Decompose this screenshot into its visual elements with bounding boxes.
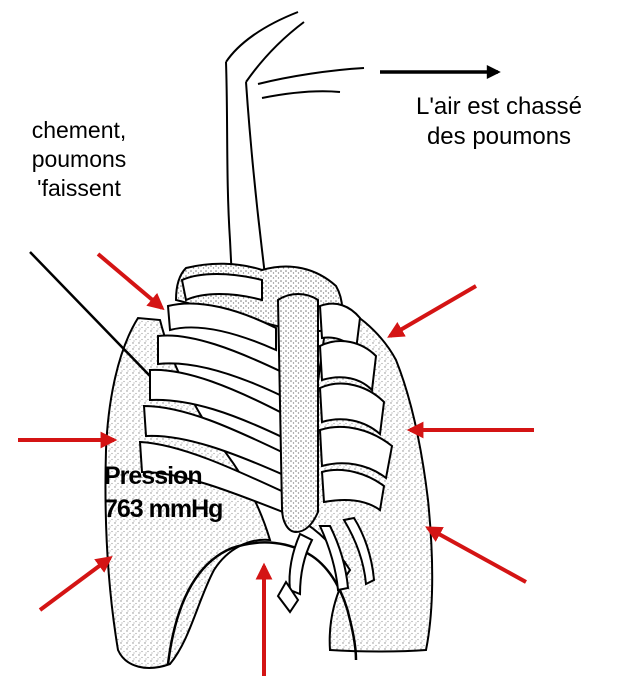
red-arrow-icon [40,558,110,610]
sternum [278,294,318,532]
air-expelled-line-1: L'air est chassé [368,92,630,122]
pressure-label: Pression 763 mmHg [104,460,222,525]
pressure-title: Pression [104,460,222,493]
air-expelled-label: L'air est chassé des poumons [368,92,630,152]
lungs-collapse-line-2: poumons [0,145,162,174]
red-arrow-icon [98,254,162,308]
pressure-value: 763 mmHg [104,493,222,526]
air-expelled-line-2: des poumons [368,122,630,152]
lungs-collapse-line-3: 'faissent [0,174,162,203]
lungs-collapse-line-1: chement, [0,116,162,145]
red-arrow-icon [390,286,476,336]
red-arrow-icon [428,528,526,582]
lungs-collapse-label: chement, poumons 'faissent [0,116,162,202]
trachea [226,12,304,82]
pointer-line [30,252,150,376]
